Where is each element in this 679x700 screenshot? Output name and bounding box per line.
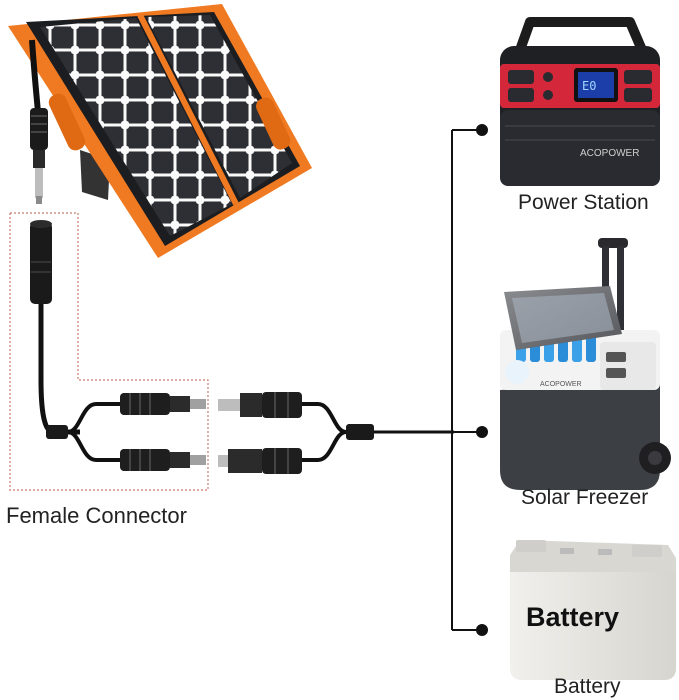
- female-connector-callout: [9, 212, 209, 491]
- female-connector-cable: [30, 220, 454, 474]
- power-station-brand: ACOPOWER: [580, 148, 639, 159]
- solar-freezer: ACOPOWER: [500, 238, 671, 490]
- freezer-brand: ACOPOWER: [540, 381, 582, 388]
- battery-print: Battery: [526, 602, 619, 632]
- label-battery: Battery: [554, 675, 621, 698]
- label-female-connector: Female Connector: [6, 503, 187, 528]
- mc4-connector: [218, 392, 302, 418]
- panel-handle: [48, 93, 86, 151]
- bus-node: [476, 426, 488, 438]
- panel-cells: [40, 15, 292, 236]
- bus-node: [476, 624, 488, 636]
- mc4-connector: [218, 448, 302, 474]
- distribution-bus: [451, 124, 488, 636]
- panel-hinge: [137, 13, 239, 206]
- label-solar-freezer: Solar Freezer: [521, 486, 649, 509]
- label-power-station: Power Station: [518, 191, 649, 214]
- battery: Battery: [510, 540, 676, 680]
- panel-cable: [29, 39, 48, 204]
- mc4-connector: [120, 449, 206, 471]
- panel-handle: [256, 97, 291, 150]
- mc4-connector: [120, 393, 206, 415]
- bus-node: [476, 124, 488, 136]
- svg-text:E0: E0: [582, 79, 596, 93]
- solar-panel: [8, 4, 312, 258]
- power-station: E0 ACOPOWER: [500, 17, 660, 186]
